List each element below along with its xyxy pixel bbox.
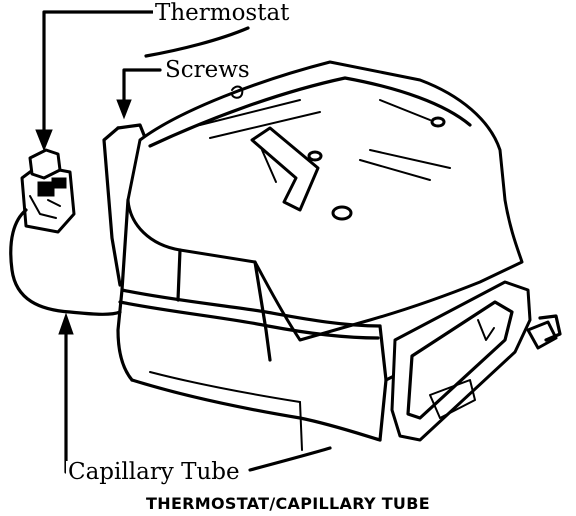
thermostat [20,148,76,234]
thermostat-label: Thermostat [153,0,292,26]
capillary-tube-leader [58,312,332,474]
heater-housing [102,60,524,451]
screws-label: Screws [163,57,252,83]
outlet-flange [390,280,562,442]
capillary-tube [9,208,122,316]
screws-leader [116,68,162,120]
thermostat-leader [35,10,250,152]
figure-caption: THERMOSTAT/CAPILLARY TUBE [146,494,430,513]
capillary-tube-label: Capillary Tube [66,459,242,485]
